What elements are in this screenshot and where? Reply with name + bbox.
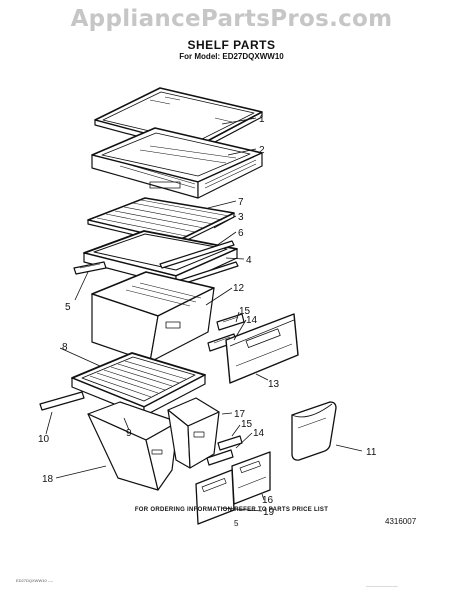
callout-16: 16: [262, 495, 274, 506]
callout-5: 5: [65, 302, 71, 313]
callout-18: 18: [42, 474, 54, 485]
callout-12: 12: [233, 283, 245, 294]
part-crisper-pan-upper: [91, 271, 215, 363]
callout-8: 8: [62, 342, 68, 353]
part-pan-brackets-lower: [206, 435, 243, 466]
callout-6: 6: [238, 228, 244, 239]
callout-15: 15: [239, 306, 251, 317]
callout-3: 3: [238, 212, 244, 223]
callout-13: 13: [268, 379, 280, 390]
callout-1: 1: [259, 114, 265, 125]
part-crisper-pan-lower-right: [167, 397, 220, 469]
part-door-bin: [291, 401, 337, 461]
page-number: 5: [234, 519, 239, 528]
callout-10: 10: [38, 434, 50, 445]
callout-7: 7: [238, 197, 244, 208]
part-crisper-pan-lower-left: [87, 401, 179, 491]
site-watermark: AppliancePartsPros.com: [70, 6, 393, 32]
callout-14-lower: 14: [253, 428, 265, 439]
callout-11: 11: [366, 447, 377, 458]
document-code: 4316007: [385, 517, 417, 526]
part-large-grid-shelf: [71, 352, 206, 417]
callout-4: 4: [246, 255, 252, 266]
callout-leaders: [45, 117, 363, 512]
part-crisper-front-lower: [195, 469, 235, 525]
callout-15-lower: 15: [241, 419, 253, 430]
part-side-rail: [39, 391, 85, 411]
part-crisper-cover-frame: [91, 127, 263, 199]
part-slide-bracket-left: [73, 261, 107, 275]
callout-2: 2: [259, 145, 265, 156]
footer-left-note: ED27DQXWW10 ----: [16, 578, 54, 583]
part-crisper-front-upper: [225, 313, 299, 384]
callout-17: 17: [234, 409, 246, 420]
callout-14: 14: [246, 315, 258, 326]
callout-9: 9: [126, 428, 132, 439]
page-title: SHELF PARTS: [187, 38, 276, 52]
model-subtitle: For Model: ED27DQXWW10: [179, 52, 284, 61]
ordering-info-note: FOR ORDERING INFORMATION REFER TO PARTS …: [134, 507, 329, 513]
footer-right-note: ------------------------: [366, 583, 398, 588]
callout-19: 19: [263, 507, 275, 518]
